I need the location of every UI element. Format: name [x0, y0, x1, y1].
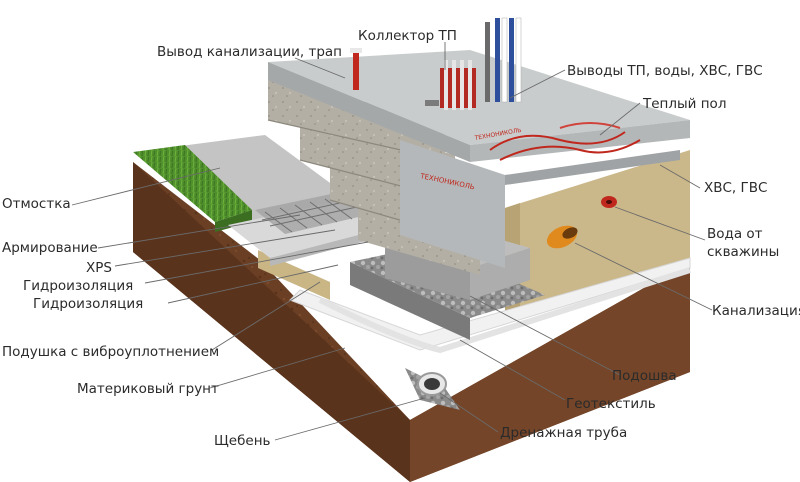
- label-well-water-line1: Вода от: [707, 226, 763, 242]
- label-geotextile: Геотекстиль: [566, 396, 656, 412]
- label-sewerage: Канализация: [712, 303, 800, 319]
- label-cushion: Подушка с виброуплотнением: [2, 344, 219, 360]
- label-gravel: Щебень: [214, 433, 271, 449]
- label-outlets: Выводы ТП, воды, ХВС, ГВС: [567, 63, 763, 79]
- label-drain-pipe: Дренажная труба: [500, 425, 627, 441]
- label-native-soil: Материковый грунт: [77, 381, 219, 397]
- label-sewer-outlet: Вывод канализации, трап: [157, 44, 342, 60]
- drain-pipe: [418, 373, 446, 395]
- label-reinforcement: Армирование: [2, 240, 98, 256]
- label-hot-cold-water: ХВС, ГВС: [704, 180, 767, 196]
- label-xps: XPS: [86, 260, 112, 276]
- floor-drain: [425, 100, 439, 106]
- water-well-pipe: [601, 196, 617, 208]
- label-well-water-line2: скважины: [707, 244, 779, 260]
- label-blind-area: Отмостка: [2, 196, 71, 212]
- label-sole: Подошва: [612, 368, 677, 384]
- label-waterproofing-1: Гидроизоляция: [23, 278, 133, 294]
- label-collector: Коллектор ТП: [358, 28, 457, 44]
- label-waterproofing-2: Гидроизоляция: [33, 296, 143, 312]
- label-warm-floor: Теплый пол: [643, 96, 726, 112]
